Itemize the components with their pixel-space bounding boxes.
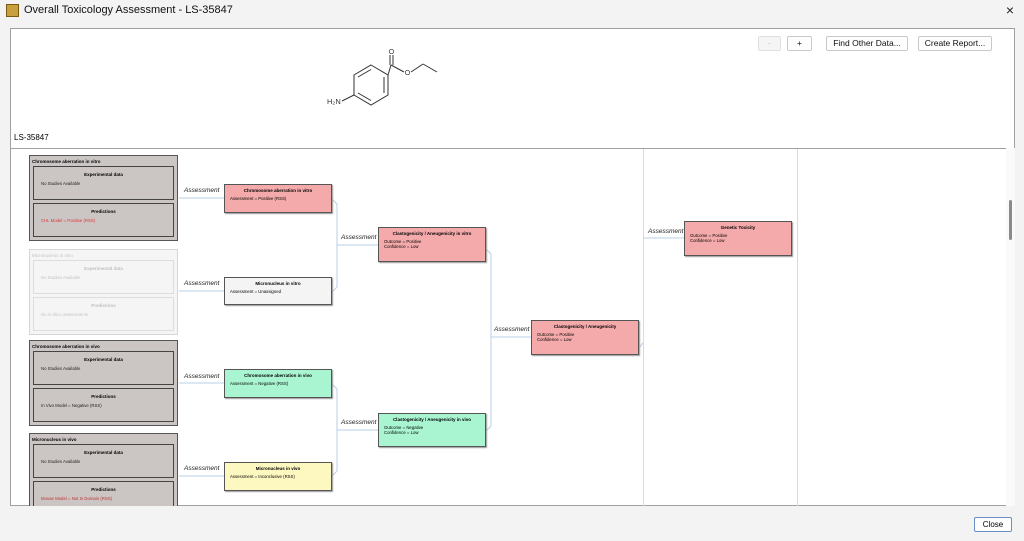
section-text: No Studies Available bbox=[41, 459, 81, 464]
group-title: Chromosome aberration in vivo bbox=[32, 344, 100, 349]
section-header: Predictions bbox=[91, 487, 116, 492]
node-text: Assessment = Negative (RSS) bbox=[230, 381, 289, 386]
section-text: No Studies Available bbox=[41, 366, 81, 371]
edge-label: Assessment bbox=[648, 228, 684, 235]
edge-label: Assessment bbox=[184, 280, 220, 287]
node-text: Chromosome aberration in vivo bbox=[244, 373, 312, 378]
node-text: Chromosome aberration in vitro bbox=[243, 188, 313, 193]
svg-text:H₂N: H₂N bbox=[327, 97, 341, 106]
find-other-data-button[interactable]: Find Other Data... bbox=[826, 36, 908, 51]
section-text: No Studies Available bbox=[41, 181, 81, 186]
edge-label: Assessment bbox=[494, 326, 530, 333]
section-text: Mouse Model = Not In Domain (RSS) bbox=[41, 496, 113, 501]
node-text: Clastogenicity / Aneugenicity in vitro bbox=[392, 231, 472, 236]
group-chromosome-aberration-in-vivo: Chromosome aberration in vivo Experiment… bbox=[29, 340, 178, 426]
connector-line bbox=[643, 149, 644, 506]
app-icon bbox=[6, 4, 19, 17]
section-header: Experimental data bbox=[84, 172, 123, 177]
zoom-in-button[interactable]: + bbox=[787, 36, 812, 51]
edge-label: Assessment bbox=[184, 373, 220, 380]
edge-label: Assessment bbox=[184, 187, 220, 194]
group-chromosome-aberration-in-vitro: Chromosome aberration in vitro Experimen… bbox=[29, 155, 178, 241]
section-text: No Studies Available bbox=[41, 275, 81, 280]
section-text: CHL Model = Positive (RSS) bbox=[41, 218, 96, 223]
section-text: In Vivo Model = Negative (RSS) bbox=[41, 403, 102, 408]
node-text: Confidence = Low bbox=[384, 244, 419, 249]
node-text: Confidence = Low bbox=[384, 430, 419, 435]
scrollbar-thumb[interactable] bbox=[1009, 200, 1012, 240]
group-title: Chromosome aberration in vitro bbox=[32, 159, 101, 164]
zoom-out-button[interactable]: - bbox=[758, 36, 781, 51]
node-text: Micronucleus in vivo bbox=[255, 466, 301, 471]
edge-label: Assessment bbox=[184, 465, 220, 472]
node-text: Confidence = Low bbox=[537, 337, 572, 342]
node-text: Outcome = Positive bbox=[384, 239, 422, 244]
section-header: Predictions bbox=[91, 209, 116, 214]
create-report-button[interactable]: Create Report... bbox=[918, 36, 992, 51]
title-bar: Overall Toxicology Assessment - LS-35847… bbox=[0, 0, 1024, 22]
compound-id-label: LS-35847 bbox=[14, 133, 49, 142]
node-text: Micronucleus in vitro bbox=[255, 281, 301, 286]
node-text: Outcome = Positive bbox=[690, 233, 728, 238]
chemical-structure: O O H₂N bbox=[327, 49, 438, 106]
section-header: Experimental data bbox=[84, 357, 123, 362]
svg-text:O: O bbox=[389, 49, 395, 56]
vertical-scrollbar[interactable] bbox=[1006, 148, 1015, 506]
node-text: Assessment = Positive (RSS) bbox=[230, 196, 287, 201]
group-title: Micronucleus in vitro bbox=[32, 253, 74, 258]
assessment-diagram: Chromosome aberration in vitro Experimen… bbox=[11, 148, 1006, 506]
node-text: Assessment = Unassigned bbox=[230, 289, 281, 294]
svg-text:O: O bbox=[405, 70, 411, 77]
node-text: Outcome = Positive bbox=[537, 332, 575, 337]
edge-label: Assessment bbox=[341, 234, 377, 241]
section-header: Predictions bbox=[91, 303, 116, 308]
group-title: Micronucleus in vivo bbox=[32, 437, 77, 442]
divider-line bbox=[797, 149, 798, 506]
section-header: Experimental data bbox=[84, 450, 123, 455]
node-text: Outcome = Negative bbox=[384, 425, 424, 430]
node-text: Assessment = Inconclusive (RSS) bbox=[230, 474, 295, 479]
close-button[interactable]: Close bbox=[974, 517, 1012, 532]
node-text: Confidence = Low bbox=[690, 238, 725, 243]
predictions-section: Predictions In Vivo Model = Negative (RSS… bbox=[33, 388, 174, 422]
window-title: Overall Toxicology Assessment - LS-35847 bbox=[24, 4, 233, 16]
close-icon[interactable]: × bbox=[1005, 2, 1014, 18]
node-text: Clastogenicity / Aneugenicity bbox=[553, 324, 617, 329]
section-text: No in silico assessments bbox=[41, 312, 89, 317]
edge-label: Assessment bbox=[341, 419, 377, 426]
node-text: Clastogenicity / Aneugenicity in vivo bbox=[392, 417, 472, 422]
node-text: Genetic Toxicity bbox=[720, 225, 756, 230]
section-header: Experimental data bbox=[84, 266, 123, 271]
main-panel: - + Find Other Data... Create Report... … bbox=[10, 28, 1015, 506]
section-header: Predictions bbox=[91, 394, 116, 399]
